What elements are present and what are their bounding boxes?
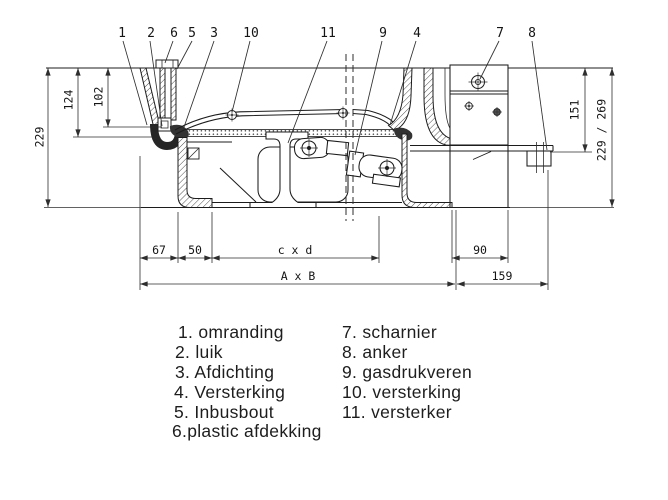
frame-right-lower-wall — [401, 133, 453, 208]
dim-159: 159 — [492, 269, 513, 283]
hinge-screw-2 — [492, 107, 502, 117]
legend-column-left: 1. omranding 2. luik 3. Afdichting 4. Ve… — [172, 322, 322, 442]
hinge-bolt — [468, 72, 488, 92]
legend-item-8: 8. anker — [342, 341, 408, 362]
legend-column-right: 7. scharnier 8. anker 9. gasdrukveren 10… — [342, 322, 472, 422]
dimension-labels: 229 124 102 151 229 / 269 67 50 c x d 90… — [33, 87, 609, 283]
frame-right-upper-wall — [423, 67, 453, 147]
dim-left-total: 229 — [33, 127, 47, 148]
callout-6: 6 — [170, 26, 178, 41]
legend-item-9: 9. gasdrukveren — [342, 361, 472, 382]
legend-item-6: 6.plastic afdekking — [172, 421, 322, 442]
dim-right-total: 229 / 269 — [595, 99, 609, 161]
dim-50: 50 — [188, 243, 202, 257]
frame-base-lines — [46, 67, 613, 209]
gas-spring-left — [293, 136, 350, 160]
callout-11: 11 — [320, 26, 336, 41]
callout-1: 1 — [118, 26, 126, 41]
dim-axb: A x B — [281, 269, 316, 283]
dim-right-inner: 151 — [568, 100, 582, 121]
callout-9: 9 — [379, 26, 387, 41]
legend-item-10: 10. versterking — [342, 381, 462, 402]
legend-item-7: 7. scharnier — [342, 322, 438, 342]
i-beam-versterker — [249, 131, 317, 209]
dim-cxd: c x d — [278, 243, 313, 257]
callout-8: 8 — [528, 26, 536, 41]
seal-left — [169, 124, 189, 139]
callout-numbers: 1 2 6 5 3 10 11 9 4 7 8 — [118, 26, 536, 41]
legend-item-5: 5. Inbusbout — [174, 401, 274, 422]
anchor — [526, 150, 552, 167]
extension-lines — [44, 126, 614, 290]
plastic-cap — [155, 59, 179, 69]
legend-item-2: 2. luik — [175, 341, 223, 362]
dim-90: 90 — [473, 243, 487, 257]
callout-7: 7 — [496, 26, 504, 41]
legend-item-1: 1. omranding — [178, 322, 284, 342]
legend-item-4: 4. Versterking — [174, 381, 286, 402]
legend-item-11: 11. versterker — [342, 401, 452, 422]
callout-leaders — [122, 40, 548, 156]
left-frame-channel — [139, 59, 189, 151]
hinge-screw-1 — [464, 101, 474, 111]
frame-bottom-left — [177, 137, 257, 208]
dimension-lines — [45, 67, 615, 287]
callout-3: 3 — [210, 26, 218, 41]
legend-item-3: 3. Afdichting — [175, 361, 275, 382]
callout-5: 5 — [188, 26, 196, 41]
break-lines — [345, 54, 354, 221]
callout-4: 4 — [413, 26, 421, 41]
dim-left-mid: 124 — [62, 90, 76, 111]
cross-section-drawing: 229 124 102 151 229 / 269 67 50 c x d 90… — [33, 26, 615, 290]
gas-spring-right — [345, 150, 403, 188]
inbusbout-end — [157, 117, 172, 132]
lid-bolt-2 — [336, 106, 350, 120]
callout-10: 10 — [243, 26, 259, 41]
callout-2: 2 — [147, 26, 155, 41]
dim-67: 67 — [152, 243, 166, 257]
dim-left-inner: 102 — [92, 87, 106, 108]
hinge-block — [449, 64, 509, 208]
